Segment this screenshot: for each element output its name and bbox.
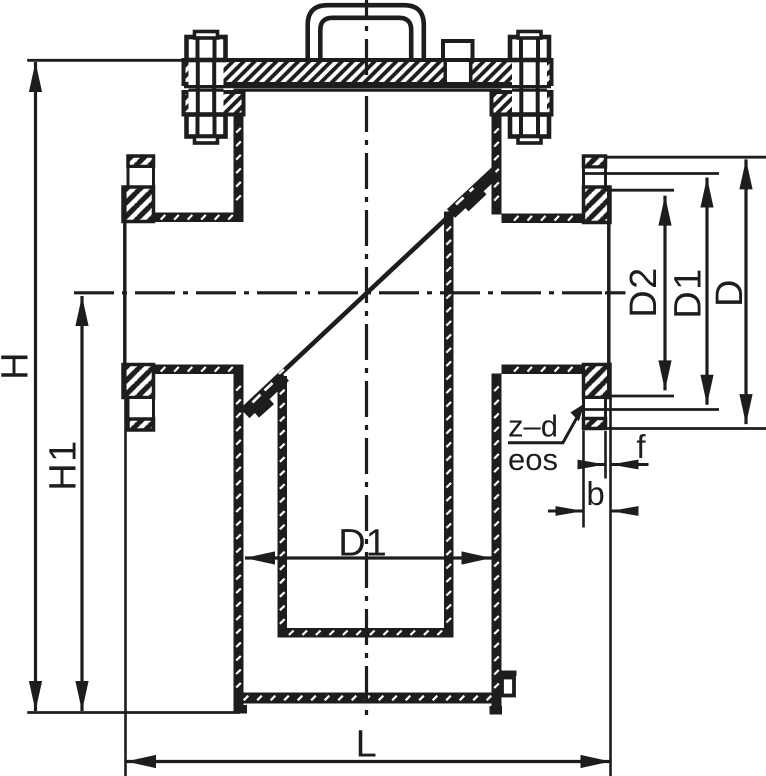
svg-text:H1: H1 (43, 439, 85, 491)
svg-text:D2: D2 (623, 266, 665, 318)
svg-text:b: b (586, 475, 604, 512)
svg-text:D1: D1 (668, 267, 710, 319)
svg-text:D1: D1 (338, 523, 387, 565)
svg-text:eos: eos (508, 442, 558, 477)
svg-text:f: f (636, 428, 646, 465)
svg-text:H: H (0, 351, 37, 380)
svg-text:L: L (356, 724, 379, 766)
svg-text:z–d: z–d (508, 408, 558, 443)
svg-text:D: D (709, 278, 751, 307)
